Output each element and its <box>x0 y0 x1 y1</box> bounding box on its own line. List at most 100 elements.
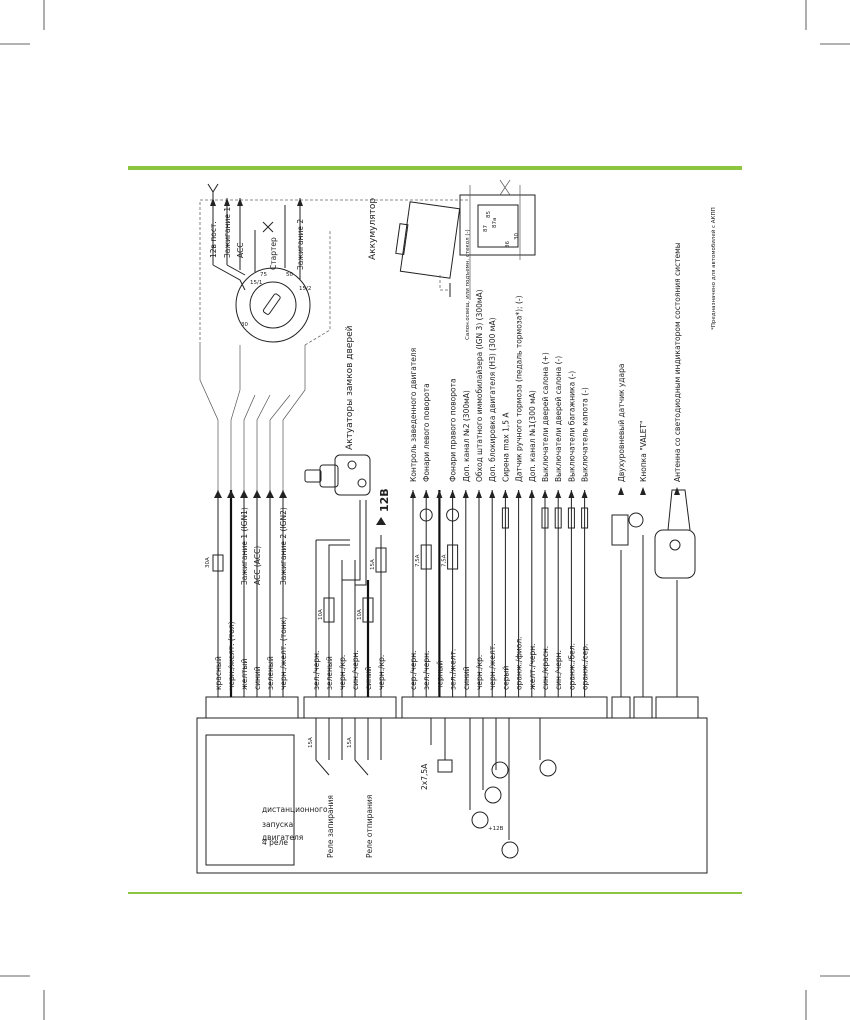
switch-icon <box>567 507 575 529</box>
main-wire-function: Выключатель капота (-) <box>581 387 590 482</box>
sensor-labels: Двухуровневый датчик удара Кнопка "VALET… <box>617 207 717 482</box>
connector-valet <box>633 696 653 719</box>
relay: 87 87a 85 86 30 <box>459 179 536 300</box>
window-note: Салон.освещ. или подъемн. стекол (-) <box>465 229 471 340</box>
door-fuse-2: 15A <box>370 559 376 570</box>
top-wire-1: черн./желт. (тол) <box>227 621 236 690</box>
door-fuse-1: 10A <box>357 609 363 620</box>
door-wire-1: зеленый <box>325 656 334 690</box>
relay-pin-30: 30 <box>514 233 520 240</box>
footnote: *Предназначено для автомобилей с АКПП <box>710 207 717 330</box>
main-wire-color: оранж./бел. <box>567 643 576 690</box>
main-wire-function: Выключатели дверей салона (+) <box>541 352 550 482</box>
switch-out-ign2: Зажигание 2 <box>296 219 305 270</box>
connector-main <box>401 696 608 719</box>
control-unit-internals: 4 реле дистанционного запуска двигателя … <box>262 718 557 859</box>
battery-label: Аккумулятор <box>368 198 378 260</box>
relay-pin-87a: 87a <box>492 218 498 228</box>
switch-pin-75: 75 <box>260 272 267 278</box>
main-wire-function: Датчик ручного тормоза (педаль тормоза*)… <box>515 295 524 482</box>
sensor-shock: Двухуровневый датчик удара <box>617 364 626 482</box>
main-wire-function: Доп. канал №1(300 мА) <box>528 390 537 482</box>
switch-pin-15-1: 15/1 <box>250 280 262 286</box>
top-wire-3: синий <box>253 666 262 690</box>
main-wire-color: серый <box>501 666 510 690</box>
connector-top <box>205 696 299 719</box>
main-fuse-label: 7,5A <box>442 554 448 567</box>
door-fuse-0: 10A <box>318 609 324 620</box>
remote-relay-line-0: 4 реле <box>262 838 288 847</box>
main-wire-color: черн./желт. <box>488 643 497 690</box>
battery: Аккумулятор <box>368 198 461 297</box>
main-wire-function: Фонари левого поворота <box>422 383 431 482</box>
top-wire-4: зеленый <box>266 656 275 690</box>
main-wire-color: синий <box>462 666 471 690</box>
top-wire-2: желтый <box>240 659 249 690</box>
switch-pin-30: 30 <box>241 322 248 328</box>
main-wire-arrow <box>462 490 469 498</box>
main-wire-function: Выключатели багажника (-) <box>567 371 576 482</box>
top-wire-labels: красный черн./желт. (тол) желтый синий з… <box>205 507 288 690</box>
door-wire-3: син./черн. <box>351 650 360 690</box>
main-fuse <box>420 544 432 570</box>
main-wire-function: Выключатели дверей салона (-) <box>554 356 563 482</box>
main-wire-color: син./красн. <box>541 646 550 690</box>
actuator-label: Актуаторы замков дверей <box>345 325 355 450</box>
fuse-unlock-label: 15А <box>347 737 353 748</box>
control-unit-body <box>196 717 708 874</box>
main-wire-arrow <box>410 490 416 498</box>
fuse-lock-label: 15А <box>308 737 314 748</box>
switch-pin-15-2: 15/2 <box>299 286 311 292</box>
door-wire-2: черн./кр. <box>338 655 347 690</box>
door-wires <box>315 500 387 697</box>
main-wire-function: Сирена max 1,5 А <box>501 412 510 482</box>
door-wire-5: черн./кр. <box>377 655 386 690</box>
main-wire-color: оранж./сер. <box>581 644 590 690</box>
relay-pin-86: 86 <box>505 241 511 248</box>
switch-icon <box>581 507 589 529</box>
remote-relay-line-1: дистанционного <box>262 805 328 814</box>
sensor-valet: Кнопка "VALET" <box>639 421 648 482</box>
main-wire-function: Обход штатного иммобилайзера (IGN 3) (30… <box>475 289 484 482</box>
main-wire-arrow <box>515 490 522 498</box>
connector-door <box>303 696 397 719</box>
main-wire-arrow <box>542 490 548 498</box>
dest-ign2: Зажигание 2 (IGN2) <box>279 507 288 585</box>
top-fuse-label: 30А <box>205 557 211 568</box>
main-wire-color: желт./черн. <box>528 643 537 690</box>
dual-fuse-label: 2х7,5А <box>420 763 429 790</box>
main-wire-function: Доп. канал №2 (300мА) <box>462 390 471 482</box>
lock-relay-label: Реле запирания <box>326 795 335 858</box>
main-wire-color: зел./черн. <box>422 651 431 690</box>
switch-out-ign1: Зажигание 1 <box>223 207 232 258</box>
switch-icon <box>501 507 509 529</box>
main-wire-function: Доп. блокировка двигателя (НЗ) (300 мА) <box>488 317 497 482</box>
connector-shock <box>611 696 631 719</box>
switch-icon <box>554 507 562 529</box>
main-wire-color: син./черн. <box>554 650 563 690</box>
remote-relay-line-3: двигателя <box>262 833 303 842</box>
main-wires <box>410 490 589 697</box>
main-wire-arrow <box>502 490 509 498</box>
main-fuse <box>447 544 459 570</box>
switch-out-acc: ACC <box>236 243 245 258</box>
main-wire-color: черн./кр. <box>475 655 484 690</box>
relay-pin-85: 85 <box>486 211 492 218</box>
main-wire-arrow <box>581 490 588 498</box>
main-wire-arrow <box>528 490 535 498</box>
main-wire-arrow <box>555 490 562 498</box>
main-wire-function: Фонари правого поворота <box>449 378 458 482</box>
main-wire-arrow <box>423 490 430 498</box>
switch-pin-50: 50 <box>286 272 293 278</box>
remote-relay-box <box>205 734 295 866</box>
lamp-icon <box>446 508 460 522</box>
sensor-wires <box>611 487 696 697</box>
dest-acc: ACC (ACC) <box>253 546 262 585</box>
main-wire-arrow <box>489 490 496 498</box>
relay-pin-87: 87 <box>483 225 489 232</box>
switch-icon <box>541 507 549 529</box>
unlock-relay-label: Реле отпирания <box>365 795 374 858</box>
top-wire-0: красный <box>214 656 223 690</box>
